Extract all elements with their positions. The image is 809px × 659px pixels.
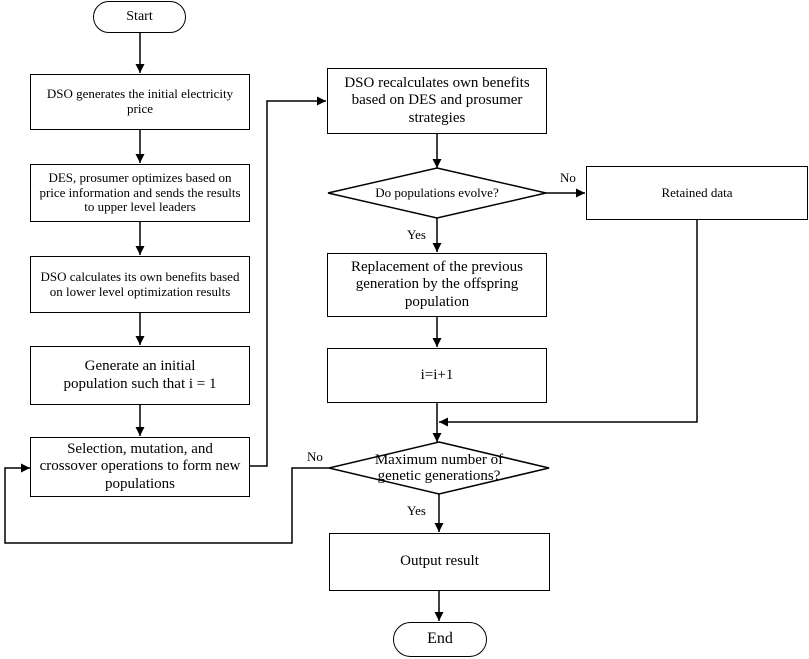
start-terminal: Start — [93, 1, 186, 33]
edge-label-max-no: No — [307, 449, 323, 464]
edge-label-evolve-yes: Yes — [407, 227, 426, 242]
step-selection-mutation: Selection, mutation, and crossover opera… — [30, 437, 250, 497]
step-dso-initial-price: DSO generates the initial electricity pr… — [30, 74, 250, 130]
end-terminal: End — [393, 622, 487, 657]
arrow-retained-to-merge — [439, 220, 698, 427]
decision-max-generations: Maximum number of genetic generations? — [374, 452, 504, 484]
step-replacement: Replacement of the previous generation b… — [327, 253, 547, 317]
step-dso-calculates: DSO calculates its own benefits based on… — [30, 256, 250, 313]
edge-label-max-yes: Yes — [407, 503, 426, 518]
step-retained-data: Retained data — [586, 166, 808, 220]
decision-populations-evolve: Do populations evolve? — [375, 184, 499, 200]
step-dso-recalculates: DSO recalculates own benefits based on D… — [327, 68, 547, 134]
edge-label-evolve-no: No — [560, 170, 576, 185]
arrow-max-no-loop — [4, 463, 329, 544]
step-output-result: Output result — [329, 533, 550, 591]
step-des-optimizes: DES, prosumer optimizes based on price i… — [30, 164, 250, 222]
arrow-selection-to-recalc — [250, 96, 326, 467]
step-increment: i=i+1 — [327, 348, 547, 403]
step-initial-population: Generate an initial population such that… — [30, 346, 250, 405]
